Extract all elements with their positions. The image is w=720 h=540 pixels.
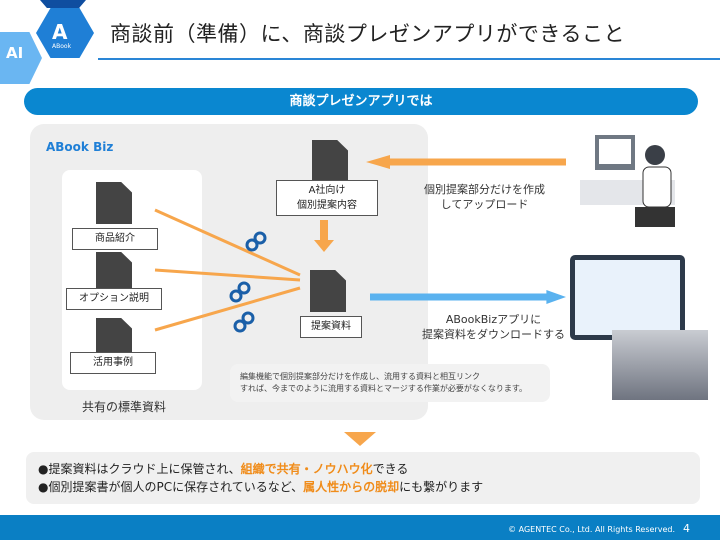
page-title: 商談前（準備）に、商談プレゼンアプリができること: [110, 22, 625, 46]
page-number: 4: [683, 522, 690, 535]
down-arrow: [344, 432, 376, 446]
summary-box: ●提案資料はクラウド上に保管され、組織で共有・ノウハウ化できる ●個別提案書が個…: [26, 452, 700, 504]
copyright: © AGENTEC Co., Ltd. All Rights Reserved.: [508, 525, 675, 534]
abook-logo-text: ABook: [52, 43, 72, 50]
document-icon: [96, 252, 132, 294]
section-banner: 商談プレゼンアプリでは: [24, 88, 698, 115]
individual-doc-label: A社向け 個別提案内容: [276, 180, 378, 216]
document-icon: [310, 270, 346, 312]
chain-link-icon: [229, 289, 243, 303]
upload-caption: 個別提案部分だけを作成 してアップロード: [424, 183, 545, 211]
note-line: 編集機能で個別提案部分だけを作成し、流用する資料と相互リンク: [240, 372, 480, 381]
title-divider: [98, 58, 720, 60]
link-arrows: [154, 208, 301, 333]
link-arrow: [154, 286, 301, 332]
abook-logo-mark: A: [52, 20, 68, 44]
bullet-highlight: 属人性からの脱却: [303, 480, 400, 494]
download-caption: ABookBizアプリに 提案資料をダウンロードする: [422, 313, 565, 341]
download-arrow: [370, 290, 566, 304]
summary-bullet: ●個別提案書が個人のPCに保存されているなど、属人性からの脱却にも繋がります: [38, 478, 688, 496]
document-icon: [96, 182, 132, 224]
link-arrow: [154, 268, 301, 282]
upload-arrow: [366, 155, 566, 169]
bullet-text: できる: [372, 462, 409, 476]
shared-docs-caption: 共有の標準資料: [82, 400, 167, 414]
bullet-highlight: 組織で共有・ノウハウ化: [240, 462, 373, 476]
abook-biz-logo: ABook Biz: [46, 140, 114, 154]
bullet-text: ●提案資料はクラウド上に保管され、: [38, 462, 241, 476]
link-arrow: [154, 208, 301, 277]
chain-link-icon: [245, 238, 259, 252]
doc-label: 活用事例: [70, 352, 156, 374]
down-arrow: [320, 220, 328, 240]
summary-bullet: ●提案資料はクラウド上に保管され、組織で共有・ノウハウ化できる: [38, 460, 688, 478]
meeting-photo: [612, 330, 708, 400]
chain-link-icon: [233, 319, 247, 333]
bullet-text: ●個別提案書が個人のPCに保存されているなど、: [38, 480, 304, 494]
footer: © AGENTEC Co., Ltd. All Rights Reserved.…: [0, 515, 720, 540]
ai-head-icon: AI: [0, 32, 42, 84]
doc-label: 商品紹介: [72, 228, 158, 250]
bullet-text: にも繋がります: [399, 480, 484, 494]
tablet-app-screen: [570, 255, 685, 340]
proposal-doc-label: 提案資料: [300, 316, 362, 338]
document-icon: [312, 140, 348, 182]
logo-hex-top: [40, 0, 86, 8]
doc-label: オプション説明: [66, 288, 162, 310]
note-line: すれば、今までのように流用する資料とマージする作業が必要がなくなります。: [240, 384, 528, 393]
worker-at-desk-illustration: [580, 135, 675, 227]
note-callout: 編集機能で個別提案部分だけを作成し、流用する資料と相互リンク すれば、今までのよ…: [230, 364, 550, 402]
